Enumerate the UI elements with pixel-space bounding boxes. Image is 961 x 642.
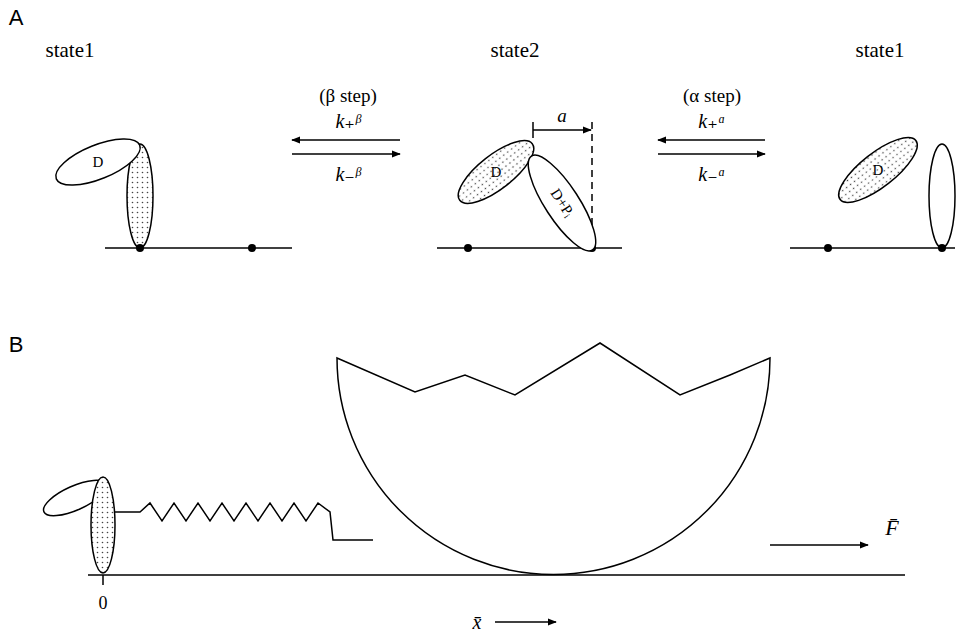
rate-constant: k₋ᵝ (335, 164, 360, 184)
direction-arrow (495, 621, 556, 623)
head-label: D (491, 165, 502, 180)
dimension-arrow (533, 129, 591, 131)
head-label: D (873, 163, 884, 178)
head-ellipse: D (450, 126, 542, 218)
force-label: F̄ (885, 517, 898, 539)
ground-line (88, 574, 905, 576)
rate-constant: k₊ᵅ (698, 111, 725, 131)
ellipse-shape (830, 127, 927, 213)
step-label: (α step) (683, 86, 741, 105)
binding-site (248, 244, 256, 252)
state-label: state1 (856, 40, 905, 61)
panel-letter: B (9, 334, 24, 356)
binding-site (938, 244, 946, 252)
ellipse-shape (517, 147, 607, 259)
spring (115, 503, 373, 540)
head-ellipse: D (53, 117, 143, 207)
rate-arrow (292, 139, 400, 141)
binding-site (136, 244, 144, 252)
head-label: D (93, 155, 104, 170)
state-label: state1 (46, 40, 95, 61)
rate-arrow (658, 139, 765, 141)
force-arrow (770, 544, 868, 546)
motor-head (91, 477, 115, 573)
panel-letter: A (9, 7, 24, 29)
rate-arrow (658, 153, 765, 155)
step-label: (β step) (319, 86, 377, 105)
state-label: state2 (491, 40, 540, 61)
rate-constant: k₋ᵅ (698, 164, 725, 184)
origin-label: 0 (99, 594, 108, 612)
binding-site (464, 244, 472, 252)
load-body (337, 343, 770, 575)
motor-head (929, 144, 955, 248)
origin-tick (102, 575, 104, 585)
head-ellipse: D (830, 122, 926, 218)
track-line (790, 247, 955, 249)
binding-site (824, 244, 832, 252)
position-label: x̄ (473, 612, 482, 632)
head-ellipse: D+Pᵢ (506, 147, 618, 259)
rate-constant: k₊ᵝ (335, 111, 360, 131)
track-line (105, 247, 292, 249)
ellipse-shape (50, 129, 146, 194)
dimension-label: a (557, 106, 567, 125)
rate-arrow (292, 153, 400, 155)
